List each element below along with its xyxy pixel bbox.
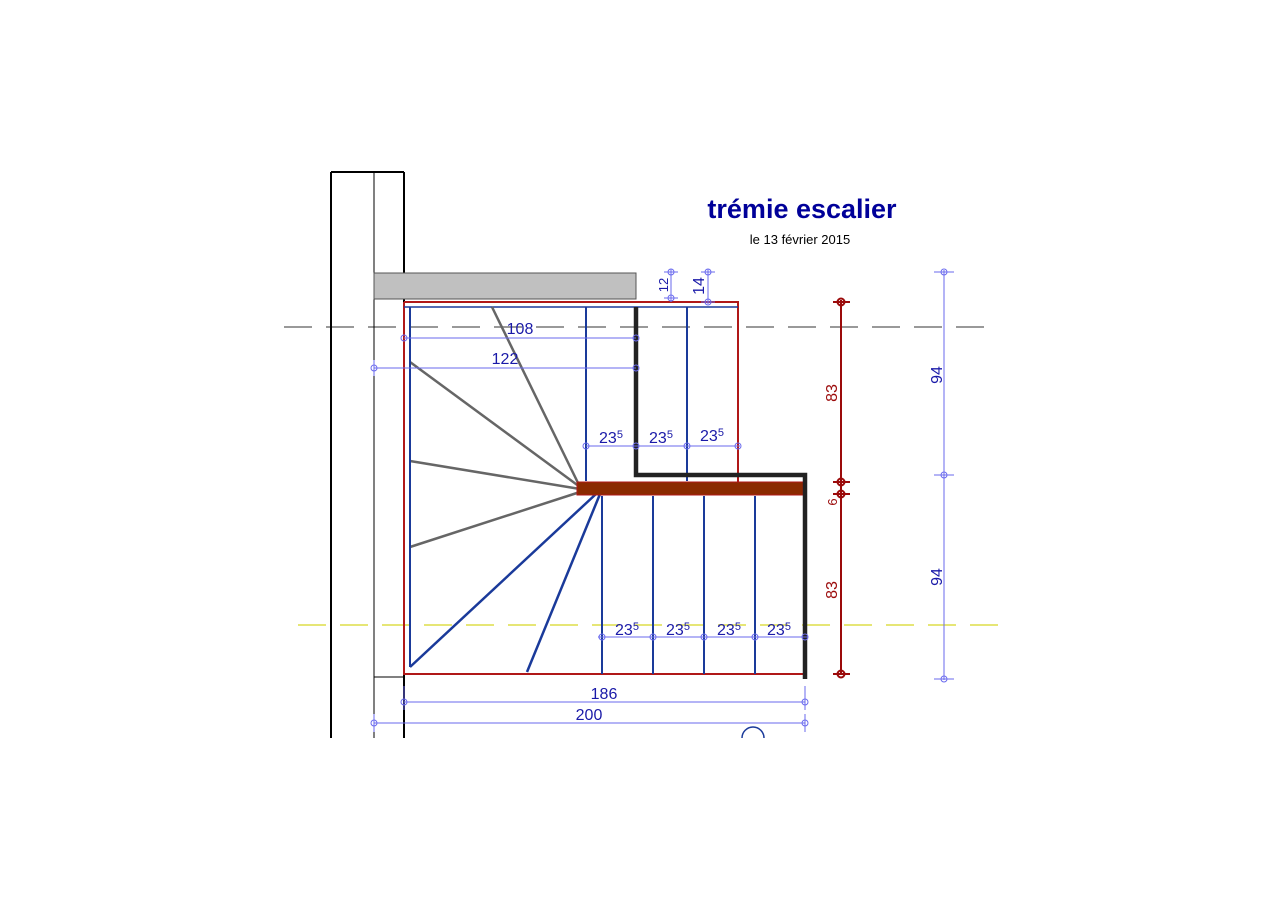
- dim-108-label: 108: [507, 321, 534, 338]
- tread-dim-lower-1: 235: [615, 621, 639, 639]
- wall: [330, 171, 405, 738]
- lower-winders: [409, 307, 602, 673]
- dim-200: [370, 714, 809, 732]
- lower-tread-dims: [598, 633, 809, 641]
- floor-slab: [373, 272, 637, 300]
- opening-outline: [403, 301, 805, 675]
- blue-dim-94-lower: 94: [929, 568, 946, 586]
- red-dim-83-lower: 83: [824, 581, 841, 599]
- upper-tread-dims: [582, 442, 742, 450]
- blue-dim-94-upper: 94: [929, 366, 946, 384]
- dim-12-14: [664, 268, 715, 306]
- red-dim-83-upper: 83: [824, 384, 841, 402]
- dim-12-label: 12: [656, 278, 671, 292]
- red-vertical-dims: [833, 297, 850, 679]
- drawing-date: le 13 février 2015: [750, 232, 850, 247]
- dim-122: [370, 360, 640, 376]
- column-circle: [741, 726, 765, 739]
- trimmer-outline: [633, 307, 808, 679]
- blue-vertical-dims: [934, 268, 954, 683]
- dim-186-label: 186: [591, 686, 618, 703]
- tread-dim-lower-4: 235: [767, 621, 791, 639]
- tread-dim-upper-2: 235: [649, 429, 673, 447]
- landing-beam: [576, 481, 804, 496]
- dim-108: [400, 334, 640, 342]
- upper-winders: [409, 306, 582, 549]
- tread-dim-lower-2: 235: [666, 621, 690, 639]
- red-dim-6: 6: [825, 498, 840, 505]
- dim-122-label: 122: [492, 351, 519, 368]
- dim-186: [400, 686, 809, 710]
- lower-flight-treads: [601, 496, 756, 674]
- tread-dim-lower-3: 235: [717, 621, 741, 639]
- tread-dim-upper-3: 235: [700, 427, 724, 445]
- drawing-title: trémie escalier: [707, 194, 897, 224]
- dim-200-label: 200: [576, 707, 603, 724]
- tread-dim-upper-1: 235: [599, 429, 623, 447]
- upper-flight-treads: [404, 306, 738, 481]
- dim-14-label: 14: [691, 277, 708, 295]
